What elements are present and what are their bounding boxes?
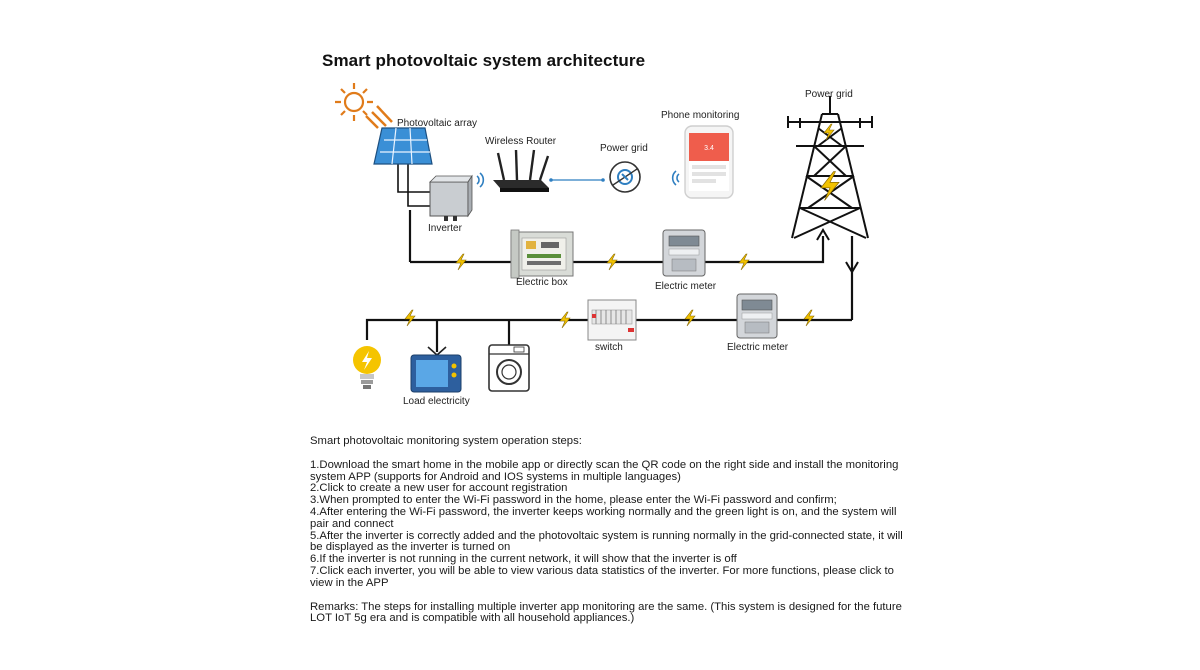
power-tower-icon [787,96,873,239]
wireless-router-icon [493,149,550,192]
diagram-title: Smart photovoltaic system architecture [322,51,646,70]
operation-steps: Smart photovoltaic monitoring system ope… [310,435,910,625]
steps-heading: Smart photovoltaic monitoring system ope… [310,435,582,447]
label-wireless-router: Wireless Router [485,136,557,147]
bolt-icon [455,253,467,271]
label-switch: switch [595,342,623,353]
bolt-icon [738,253,750,271]
label-phone-monitoring: Phone monitoring [661,110,740,121]
phone-screen-value: 3.4 [704,145,714,152]
arrow-up-icon [816,228,830,241]
diagram-canvas: 3.4 [335,83,873,393]
wifi-signal-icon [476,172,485,188]
label-inverter: Inverter [428,223,462,234]
switch-panel-icon [587,299,637,341]
step-item: 4.After entering the Wi-Fi password, the… [310,505,897,530]
bolt-icon [820,171,840,201]
architecture-diagram: 3.4 [322,51,873,407]
wifi-signal-icon [671,170,680,186]
bolt-icon [404,309,416,327]
label-electric-meter-top: Electric meter [655,281,717,292]
label-photovoltaic-array: Photovoltaic array [397,118,478,129]
label-power-grid-icon: Power grid [600,143,648,154]
electric-meter-icon [736,293,778,339]
bolt-icon [559,311,571,329]
television-icon [410,346,462,393]
label-power-grid-tower: Power grid [805,89,853,100]
sun-rays-icon [365,105,393,129]
label-electric-box: Electric box [516,277,568,288]
light-bulb-icon [353,346,381,389]
electric-meter-icon [662,229,706,277]
bolt-icon [803,309,815,327]
washing-machine-icon [488,344,530,392]
step-item: 2.Click to create a new user for account… [310,482,568,495]
sun-icon [335,83,373,121]
inverter-icon [429,174,473,221]
steps-remarks: Remarks: The steps for installing multip… [310,600,902,625]
step-item: 6.If the inverter is not running in the … [310,553,737,566]
step-item: 5.After the inverter is correctly added … [310,529,903,554]
bolt-icon [684,309,696,327]
label-electric-meter-bottom: Electric meter [727,342,789,353]
phone-icon: 3.4 [684,125,734,199]
label-load-electricity: Load electricity [403,396,470,407]
bolt-icon [606,253,618,271]
arrow-down-icon [845,261,859,274]
electric-box-icon [510,229,574,279]
step-item: 1.Download the smart home in the mobile … [310,458,899,483]
photovoltaic-panel-icon [373,127,433,165]
power-grid-cloud-icon [609,161,641,193]
step-item: 7.Click each inverter, you will be able … [310,564,894,589]
step-item: 3.When prompted to enter the Wi-Fi passw… [310,494,837,507]
